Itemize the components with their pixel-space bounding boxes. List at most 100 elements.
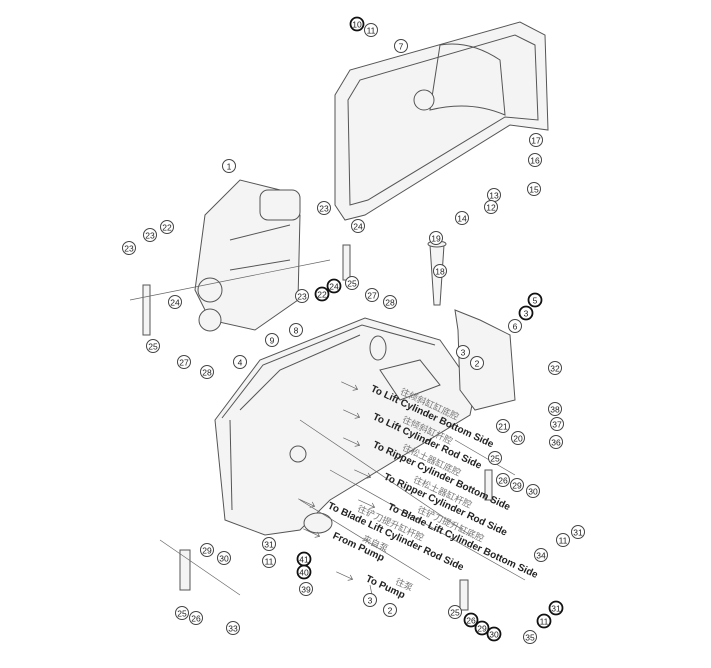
callout-circle <box>189 611 203 625</box>
callout-circle <box>262 537 276 551</box>
callout-39: 39 <box>299 582 313 596</box>
callout-number: 25 <box>490 454 500 464</box>
callout-circle <box>508 319 522 333</box>
callout-number: 13 <box>489 191 499 201</box>
callout-15: 15 <box>527 182 541 196</box>
callout-number: 11 <box>559 536 568 546</box>
callout-3: 3 <box>363 593 377 607</box>
callout-38: 38 <box>548 402 562 416</box>
callout-34: 34 <box>534 548 548 562</box>
callout-11: 11 <box>536 613 552 629</box>
callout-circle <box>527 182 541 196</box>
callout-circle <box>523 630 537 644</box>
callout-number: 24 <box>170 298 180 308</box>
callout-circle <box>534 548 548 562</box>
callout-number: 3 <box>368 596 373 606</box>
control-valve <box>194 179 301 332</box>
callout-number: 18 <box>435 267 445 277</box>
callout-number: 30 <box>528 487 538 497</box>
callout-circle <box>511 431 525 445</box>
callout-number: 26 <box>191 614 201 624</box>
callout-circle <box>217 551 231 565</box>
callout-circle <box>122 241 136 255</box>
callout-23: 23 <box>122 241 136 255</box>
callout-circle <box>548 361 562 375</box>
callout-number: 6 <box>513 322 518 332</box>
callout-circle <box>529 133 543 147</box>
callout-circle <box>265 333 279 347</box>
callout-circle <box>160 220 174 234</box>
callout-number: 23 <box>319 204 329 214</box>
callout-circle <box>536 613 552 629</box>
callout-14: 14 <box>455 211 469 225</box>
callout-number: 22 <box>317 290 327 300</box>
callout-number: 25 <box>347 279 357 289</box>
callout-6: 6 <box>508 319 522 333</box>
callout-circle <box>262 554 276 568</box>
callout-circle <box>317 201 331 215</box>
callout-number: 41 <box>299 555 309 565</box>
callout-24: 24 <box>326 278 342 294</box>
callout-13: 13 <box>487 188 501 202</box>
pin-bracket <box>342 244 351 281</box>
callout-circle <box>433 264 447 278</box>
callout-number: 15 <box>529 185 539 195</box>
callout-11: 11 <box>262 554 276 568</box>
callout-21: 21 <box>496 419 510 433</box>
callout-circle <box>383 603 397 617</box>
callout-circle <box>463 612 479 628</box>
callout-circle <box>146 339 160 353</box>
callout-29: 29 <box>510 478 524 492</box>
callout-31: 31 <box>548 600 564 616</box>
callout-28: 28 <box>200 365 214 379</box>
callout-number: 29 <box>477 624 487 634</box>
callout-circle <box>394 39 408 53</box>
callout-2: 2 <box>470 356 484 370</box>
callout-circle <box>470 356 484 370</box>
callout-10: 10 <box>349 16 365 32</box>
callout-27: 27 <box>177 355 191 369</box>
callout-circle <box>177 355 191 369</box>
callout-number: 2 <box>475 359 480 369</box>
callout-circle <box>456 345 470 359</box>
callout-circle <box>548 600 564 616</box>
callout-circle <box>289 323 303 337</box>
callout-number: 23 <box>124 244 134 254</box>
callout-number: 26 <box>498 476 508 486</box>
callout-circle <box>429 231 443 245</box>
callout-number: 36 <box>551 438 561 448</box>
callout-circle <box>518 305 534 321</box>
callout-circle <box>365 288 379 302</box>
callout-number: 3 <box>524 309 529 319</box>
flow-arrow-icon <box>343 409 361 419</box>
flow-arrow-icon <box>303 528 321 538</box>
callout-36: 36 <box>549 435 563 449</box>
pin-bracket <box>484 469 493 501</box>
callout-number: 37 <box>552 420 562 430</box>
callout-number: 1 <box>227 162 232 172</box>
callout-25: 25 <box>175 606 189 620</box>
callout-circle <box>550 417 564 431</box>
callout-20: 20 <box>511 431 525 445</box>
pin-bracket <box>459 579 469 611</box>
callout-number: 12 <box>486 203 496 213</box>
callout-number: 11 <box>540 617 549 627</box>
flow-arrow-icon <box>298 498 316 508</box>
callout-25: 25 <box>146 339 160 353</box>
callout-number: 24 <box>329 282 339 292</box>
callout-circle <box>474 620 490 636</box>
leader-lines <box>129 259 526 596</box>
callout-26: 26 <box>496 473 510 487</box>
callout-circle <box>528 153 542 167</box>
callout-circle <box>571 525 585 539</box>
callout-number: 23 <box>297 292 307 302</box>
callout-24: 24 <box>351 219 365 233</box>
callout-circle <box>168 295 182 309</box>
callout-number: 30 <box>219 554 229 564</box>
callout-number: 11 <box>367 26 376 36</box>
callout-number: 8 <box>294 326 299 336</box>
callout-11: 11 <box>556 533 570 547</box>
